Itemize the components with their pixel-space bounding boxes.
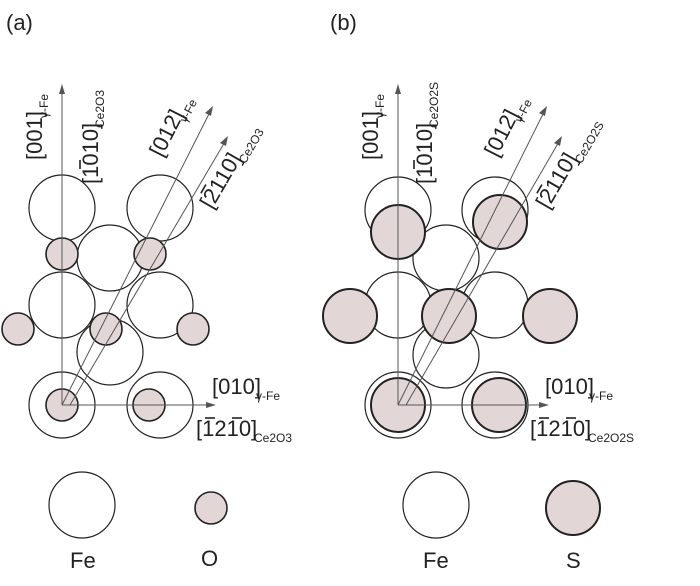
- svg-text:Ce2O2S: Ce2O2S: [572, 119, 607, 166]
- svg-text:[1010]: [1010]: [412, 123, 437, 184]
- legend-s-symbol: [545, 480, 601, 536]
- svg-text:Ce2O3: Ce2O3: [93, 90, 107, 128]
- s-atom: [522, 288, 578, 344]
- arrowhead: [205, 106, 213, 116]
- svg-text:γ-Fe: γ-Fe: [512, 97, 536, 125]
- o-atom: [176, 312, 210, 346]
- arrowhead: [206, 402, 216, 408]
- label-1210: [1210] Ce2O2S: [530, 416, 634, 445]
- svg-text:γ-Fe: γ-Fe: [256, 389, 280, 403]
- legend-o-symbol: [194, 491, 228, 525]
- s-atom: [472, 194, 528, 250]
- label-2110: [2110] Ce2O2S: [531, 119, 607, 212]
- svg-text:[010]: [010]: [212, 374, 261, 399]
- legend-fe-label: Fe: [70, 548, 96, 573]
- svg-text:Ce2O2S: Ce2O2S: [588, 431, 634, 445]
- svg-text:Ce2O2S: Ce2O2S: [427, 82, 441, 128]
- svg-text:γ-Fe: γ-Fe: [177, 97, 201, 125]
- fe-atom: [126, 174, 194, 242]
- svg-text:[001]: [001]: [358, 111, 383, 160]
- axis-012: [61, 109, 212, 406]
- svg-text:γ-Fe: γ-Fe: [373, 94, 387, 118]
- legend-fe-symbol: [48, 471, 116, 539]
- overbar: [536, 184, 543, 194]
- svg-text:[001]: [001]: [22, 111, 47, 160]
- legend-s-label: S: [566, 548, 581, 573]
- label-010: [010] γ-Fe: [545, 374, 613, 403]
- arrowhead: [539, 106, 547, 116]
- fe-atom: [126, 271, 194, 339]
- arrowhead: [554, 136, 562, 146]
- axis-012: [397, 109, 546, 406]
- svg-text:γ-Fe: γ-Fe: [37, 94, 51, 118]
- legend-fe-symbol: [402, 471, 470, 539]
- fe-atom: [76, 224, 144, 292]
- panel-a-label: (a): [6, 10, 33, 35]
- panel-b-label: (b): [330, 10, 357, 35]
- svg-text:[1010]: [1010]: [78, 123, 103, 184]
- o-atom: [89, 312, 123, 346]
- label-2110: [2110] Ce2O3: [195, 126, 267, 213]
- svg-text:Ce2O3: Ce2O3: [254, 431, 292, 445]
- arrowhead: [395, 84, 401, 94]
- s-atom: [421, 288, 477, 344]
- legend-o-label: O: [201, 546, 218, 571]
- svg-text:[1210]: [1210]: [530, 416, 591, 441]
- arrowhead: [220, 136, 228, 146]
- s-atom: [322, 288, 378, 344]
- svg-text:[010]: [010]: [545, 374, 594, 399]
- svg-text:Ce2O3: Ce2O3: [236, 126, 267, 166]
- arrowhead: [539, 402, 549, 408]
- label-001: [001] γ-Fe: [358, 94, 387, 160]
- label-010: [010] γ-Fe: [212, 374, 280, 403]
- overbar: [200, 184, 207, 194]
- o-atom: [1, 312, 35, 346]
- legend-fe-label: Fe: [423, 548, 449, 573]
- panel-b: (b) [001] γ-Fe [1010]: [322, 10, 634, 573]
- label-012: [012] γ-Fe: [144, 97, 201, 161]
- svg-text:[1210]: [1210]: [196, 416, 257, 441]
- arrowhead: [59, 84, 65, 94]
- axis-2110: [69, 139, 227, 406]
- label-001: [001] γ-Fe: [22, 94, 51, 160]
- svg-text:γ-Fe: γ-Fe: [589, 389, 613, 403]
- axis-2110: [405, 139, 561, 406]
- label-012: [012] γ-Fe: [479, 97, 536, 161]
- label-1010: [1010] Ce2O3: [78, 90, 107, 184]
- label-1010: [1010] Ce2O2S: [412, 82, 441, 184]
- panel-a: (a) [001] γ-Fe [1010]: [1, 10, 292, 573]
- label-1210: [1210] Ce2O3: [196, 416, 292, 445]
